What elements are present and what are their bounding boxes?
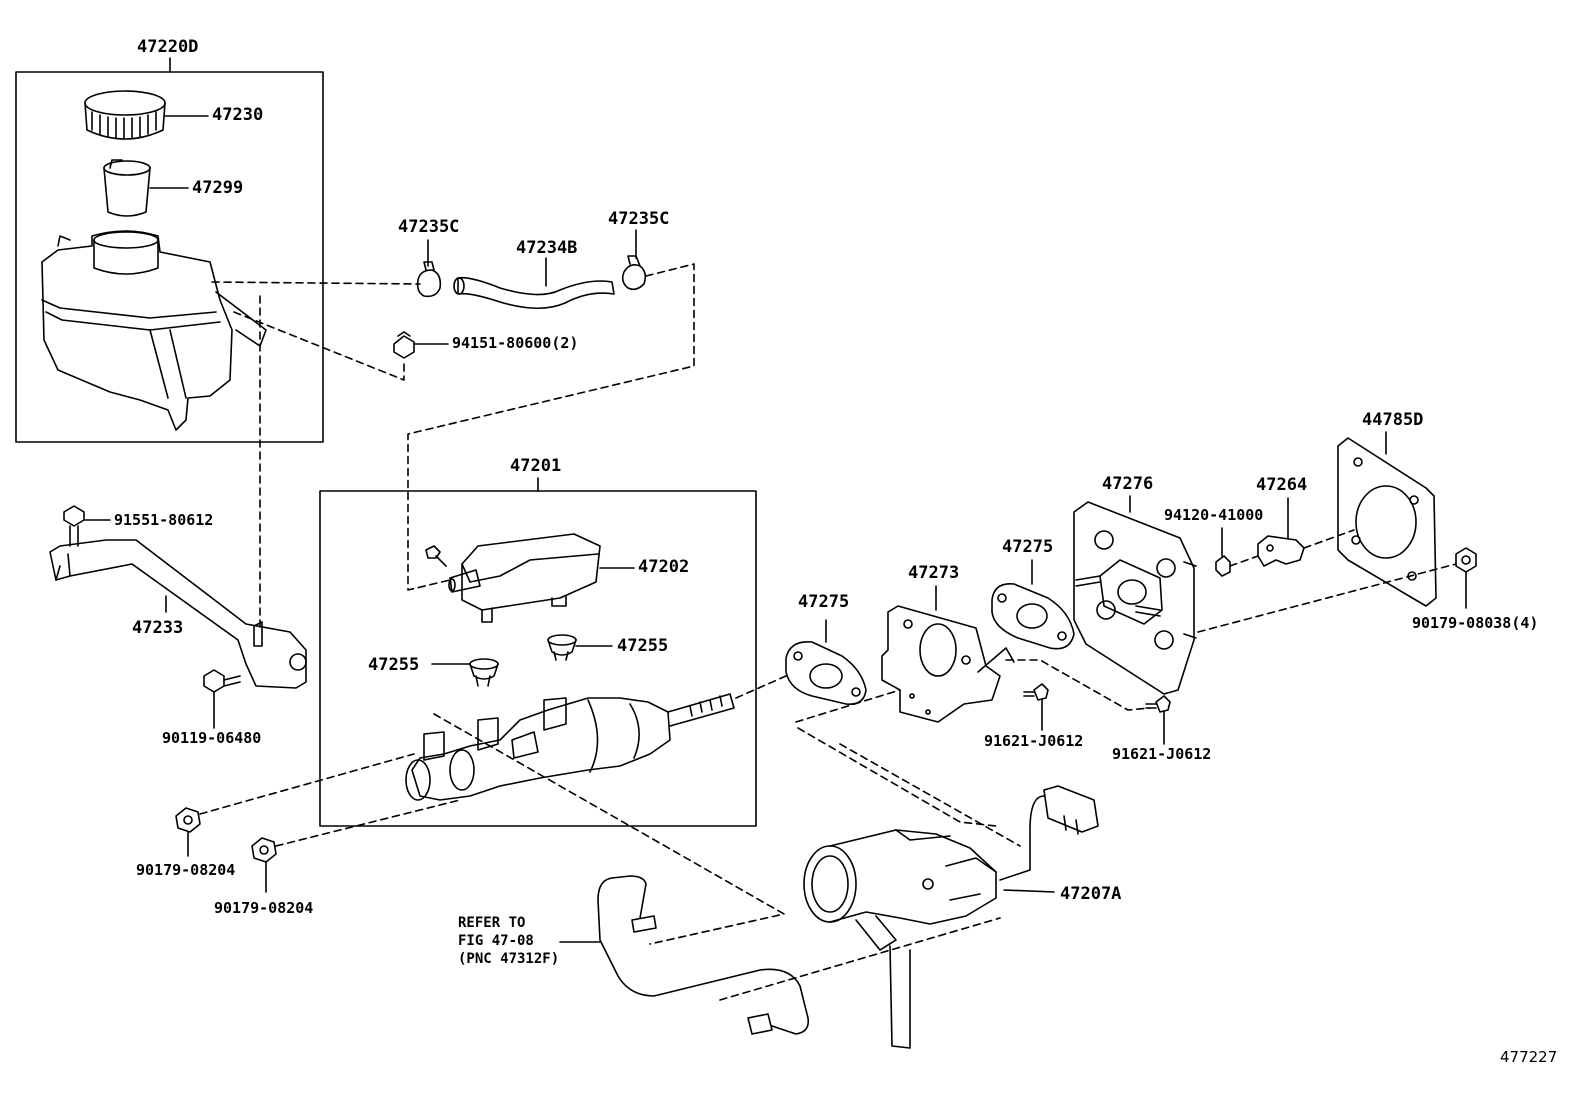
- reservoir-strainer: [103, 159, 151, 217]
- hose-clamp-left: [416, 261, 442, 298]
- bolt-91551: [63, 505, 85, 547]
- bolt-91621-a: [1023, 683, 1049, 701]
- label-47235C-left: 47235C: [398, 217, 460, 237]
- label-47235C-right: 47235C: [608, 209, 670, 229]
- nut-94120: [1215, 555, 1231, 577]
- label-91551-80612: 91551-80612: [114, 511, 214, 529]
- reservoir-group-box: [15, 71, 324, 443]
- brake-tube: [597, 875, 810, 1035]
- reservoir-tank: [41, 230, 267, 431]
- label-47255-left: 47255: [368, 655, 420, 675]
- label-47299: 47299: [192, 178, 244, 198]
- label-47264: 47264: [1256, 475, 1308, 495]
- label-47201: 47201: [510, 456, 562, 476]
- refer-note-line1: REFER TO: [458, 915, 526, 931]
- label-90179-08038: 90179-08038(4): [1412, 614, 1539, 632]
- hose-clamp-right: [621, 255, 647, 291]
- stud-90119: [253, 621, 263, 647]
- bolt-91621-b: [1145, 695, 1171, 713]
- gasket-44785D: [1337, 437, 1437, 607]
- label-47275-left: 47275: [798, 592, 850, 612]
- label-91621-J0612-b: 91621-J0612: [1112, 745, 1212, 763]
- label-94151-80600: 94151-80600(2): [452, 334, 579, 352]
- label-90179-08204-b: 90179-08204: [214, 899, 314, 917]
- label-47233: 47233: [132, 618, 184, 638]
- reservoir-cap: [84, 90, 166, 140]
- refer-note-line3: (PNC 47312F): [458, 951, 560, 967]
- label-47207A: 47207A: [1060, 884, 1122, 904]
- label-47275-right: 47275: [1002, 537, 1054, 557]
- bracket-47233: [49, 539, 307, 689]
- label-90119-06480: 90119-06480: [162, 729, 262, 747]
- reaction-bracket-47273: [881, 605, 1015, 723]
- label-47202: 47202: [638, 557, 690, 577]
- sensor-wire-connector: [999, 785, 1099, 881]
- figure-id: 477227: [1500, 1048, 1558, 1066]
- grommet-right: [547, 634, 577, 661]
- stroke-sensor-47207A: [803, 829, 997, 1049]
- clevis-47264: [1257, 535, 1305, 567]
- label-90179-08204-a: 90179-08204: [136, 861, 236, 879]
- refer-note-line2: FIG 47-08: [458, 933, 534, 949]
- bolt-90119: [203, 669, 241, 693]
- label-47234B: 47234B: [516, 238, 578, 258]
- label-47276: 47276: [1102, 474, 1154, 494]
- label-47220D: 47220D: [137, 37, 199, 57]
- label-94120-41000: 94120-41000: [1164, 506, 1264, 524]
- gasket-47275-right: [991, 583, 1075, 650]
- grommet-left: [469, 658, 499, 687]
- nut-90179-b: [251, 837, 277, 863]
- nut-90179-08038: [1455, 547, 1477, 573]
- label-91621-J0612-a: 91621-J0612: [984, 732, 1084, 750]
- sub-reservoir: [448, 533, 601, 623]
- label-47255-right: 47255: [617, 636, 669, 656]
- label-44785D: 44785D: [1362, 410, 1424, 430]
- refer-note: REFER TO FIG 47-08 (PNC 47312F): [458, 914, 559, 968]
- booster-plate-47276: [1073, 501, 1197, 695]
- gasket-47275-left: [785, 641, 867, 706]
- label-47230: 47230: [212, 105, 264, 125]
- reservoir-hose: [453, 276, 615, 310]
- nut-94151: [393, 331, 415, 359]
- nut-90179-a: [175, 807, 201, 833]
- master-cylinder-body: [405, 693, 735, 801]
- label-47273: 47273: [908, 563, 960, 583]
- screw-sub-reservoir: [425, 545, 447, 567]
